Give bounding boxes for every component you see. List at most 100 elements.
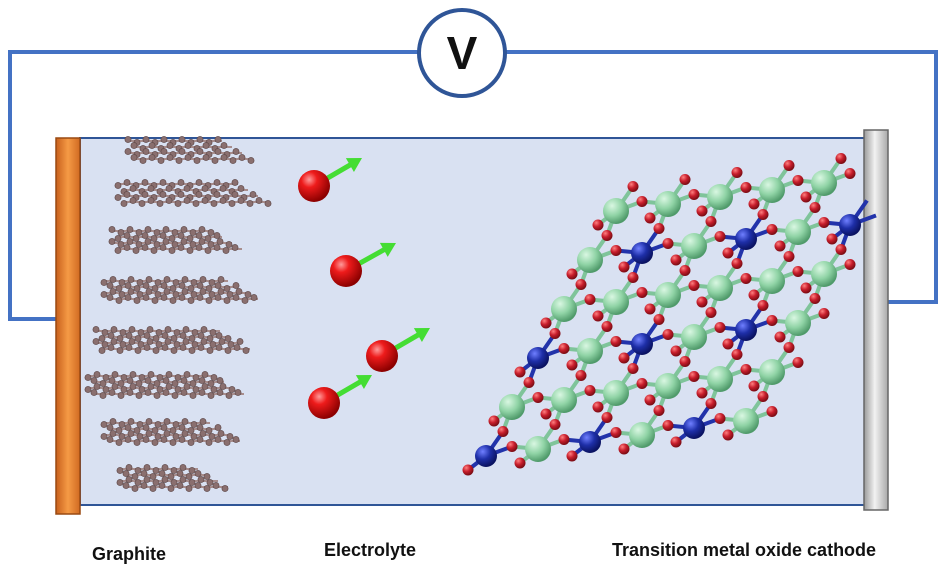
carbon-atom — [214, 148, 222, 155]
carbon-atom — [236, 338, 244, 345]
oxygen-atom — [696, 387, 708, 399]
oxygen-atom — [584, 385, 596, 396]
graphite-layers — [84, 136, 272, 492]
cathode-current-collector — [863, 129, 889, 511]
carbon-atom — [153, 229, 161, 236]
carbon-atom — [106, 424, 114, 431]
carbon-atom — [142, 282, 150, 289]
carbon-atom — [163, 418, 171, 425]
carbon-atom — [182, 326, 190, 333]
carbon-atom — [151, 297, 159, 304]
carbon-atom — [201, 383, 209, 390]
carbon-atom — [108, 238, 116, 245]
carbon-atom — [106, 282, 114, 289]
carbon-atom — [178, 294, 186, 301]
carbon-atom — [179, 332, 187, 339]
carbon-atom — [220, 154, 228, 161]
carbon-atom — [117, 229, 125, 236]
graphite-layer — [100, 276, 258, 304]
carbon-atom — [206, 335, 214, 342]
carbon-atom — [150, 247, 158, 254]
oxygen-atom — [514, 366, 526, 378]
carbon-atom — [90, 377, 98, 384]
carbon-atom — [198, 389, 206, 396]
oxygen-atom — [523, 377, 535, 388]
carbon-atom — [192, 386, 200, 393]
carbon-atom — [232, 294, 240, 301]
oxygen-atom — [731, 258, 743, 269]
carbon-atom — [136, 279, 144, 286]
oxygen-atom — [558, 343, 570, 354]
carbon-atom — [134, 335, 142, 342]
carbon-atom — [195, 232, 203, 239]
lithium-ion — [330, 242, 396, 287]
carbon-atom — [171, 380, 179, 387]
carbon-atom — [152, 479, 160, 486]
voltmeter-icon — [417, 8, 507, 98]
carbon-atom — [126, 377, 134, 384]
carbon-atom — [189, 229, 197, 236]
oxygen-atom — [610, 427, 622, 438]
carbon-atom — [234, 389, 242, 396]
carbon-atom — [171, 241, 179, 248]
carbon-atom — [142, 148, 150, 155]
carbon-atom — [168, 247, 176, 254]
carbon-atom — [134, 479, 142, 486]
carbon-atom — [210, 386, 218, 393]
carbon-atom — [129, 197, 137, 204]
carbon-atom — [170, 479, 178, 486]
carbon-atom — [147, 371, 155, 378]
graphite-layer — [116, 464, 229, 492]
carbon-atom — [109, 418, 117, 425]
carbon-atom — [238, 154, 246, 161]
oxygen-atom — [800, 191, 812, 203]
carbon-atom — [165, 185, 173, 192]
carbon-atom — [115, 427, 123, 434]
oxygen-atom — [618, 261, 630, 273]
carbon-atom — [117, 392, 125, 399]
carbon-atom — [140, 470, 148, 477]
carbon-atom — [110, 338, 118, 345]
carbon-atom — [159, 232, 167, 239]
carbon-atom — [160, 136, 168, 143]
carbon-atom — [153, 392, 161, 399]
oxygen-atom — [766, 406, 778, 417]
carbon-atom — [101, 329, 109, 336]
carbon-atom — [114, 235, 122, 242]
carbon-atom — [141, 244, 149, 251]
carbon-atom — [144, 238, 152, 245]
carbon-atom — [192, 374, 200, 381]
carbon-atom — [165, 371, 173, 378]
carbon-atom — [194, 470, 202, 477]
carbon-atom — [115, 285, 123, 292]
carbon-atom — [84, 374, 92, 381]
carbon-atom — [146, 326, 154, 333]
carbon-atom — [132, 235, 140, 242]
carbon-atom — [119, 329, 127, 336]
oxygen-atom — [644, 394, 656, 406]
carbon-atom — [100, 421, 108, 428]
oxygen-atom — [540, 408, 552, 420]
transition-metal-atom-green — [759, 177, 785, 203]
carbon-atom — [235, 288, 243, 295]
carbon-atom — [242, 347, 250, 354]
carbon-atom — [111, 371, 119, 378]
carbon-atom — [180, 377, 188, 384]
oxygen-atom — [757, 300, 769, 311]
carbon-atom — [143, 464, 151, 471]
carbon-atom — [111, 383, 119, 390]
carbon-atom — [207, 380, 215, 387]
carbon-atom — [214, 436, 222, 443]
carbon-atom — [171, 229, 179, 236]
oxygen-atom — [818, 308, 830, 319]
carbon-atom — [154, 433, 162, 440]
oxygen-atom — [748, 198, 760, 210]
carbon-atom — [247, 157, 255, 164]
oxygen-atom — [532, 392, 544, 403]
carbon-atom — [145, 430, 153, 437]
carbon-atom — [173, 329, 181, 336]
carbon-atom — [93, 383, 101, 390]
carbon-atom — [123, 244, 131, 251]
oxygen-atom — [766, 315, 778, 326]
